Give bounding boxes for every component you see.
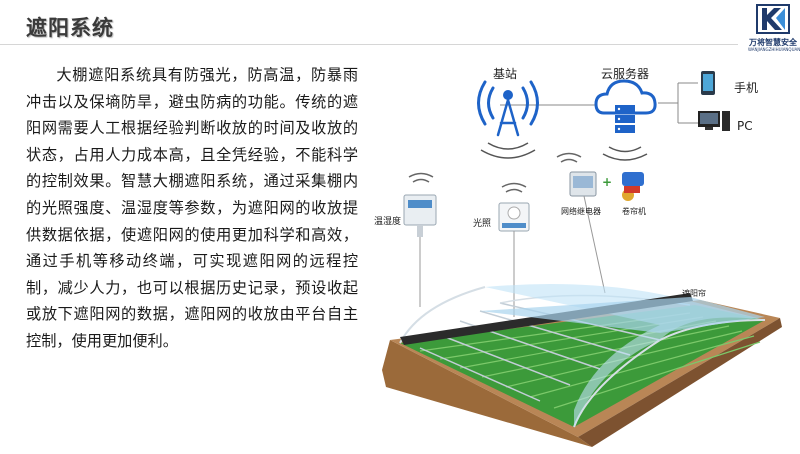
- label-shade-net: 遮阳帘: [682, 289, 706, 298]
- header-divider: [0, 44, 738, 45]
- label-pc: PC: [737, 119, 753, 133]
- roller-machine-icon: [622, 172, 644, 201]
- label-temp-humidity: 温湿度: [374, 217, 402, 227]
- base-station-icon: [477, 80, 539, 137]
- body-paragraph: 大棚遮阳系统具有防强光，防高温，防暴雨冲击以及保墒防旱，避虫防病的功能。传统的遮…: [26, 62, 358, 355]
- system-diagram: 基站 云服务器 手机 PC 温湿度 光照 网络继电器 + 卷帘机 遮阳帘: [360, 55, 800, 450]
- label-roller-machine: 卷帘机: [622, 207, 646, 216]
- temp-humidity-sensor-icon: [403, 194, 437, 237]
- pc-icon: [698, 111, 730, 131]
- plus-sign: +: [602, 175, 613, 189]
- network-relay-icon: [569, 171, 597, 197]
- page-title: 遮阳系统: [26, 16, 114, 40]
- signal-waves-icon: [408, 152, 582, 193]
- signal-waves-icon: [602, 146, 648, 161]
- body-paragraph-text: 大棚遮阳系统具有防强光，防高温，防暴雨冲击以及保墒防旱，避虫防病的功能。传统的遮…: [26, 66, 358, 350]
- phone-icon: [701, 71, 715, 95]
- label-network-relay: 网络继电器: [561, 207, 601, 216]
- logo-company-name: 万将智慧安全: [749, 38, 797, 47]
- relay-cable: [583, 195, 606, 294]
- logo-company-pinyin: WANJIANGZHIHUIANQUAN: [748, 47, 800, 52]
- logo-mark-icon: [756, 4, 790, 34]
- label-phone: 手机: [734, 81, 759, 95]
- label-base-station: 基站: [493, 67, 518, 81]
- greenhouse-illustration: [382, 284, 782, 447]
- company-logo: 万将智慧安全 WANJIANGZHIHUIANQUAN: [748, 4, 800, 52]
- cloud-server-icon: [594, 79, 657, 133]
- signal-waves-icon: [480, 142, 536, 159]
- light-sensor-icon: [498, 202, 530, 232]
- label-cloud-server: 云服务器: [601, 67, 650, 81]
- diagram-graphics: [382, 71, 782, 447]
- label-light: 光照: [473, 219, 492, 229]
